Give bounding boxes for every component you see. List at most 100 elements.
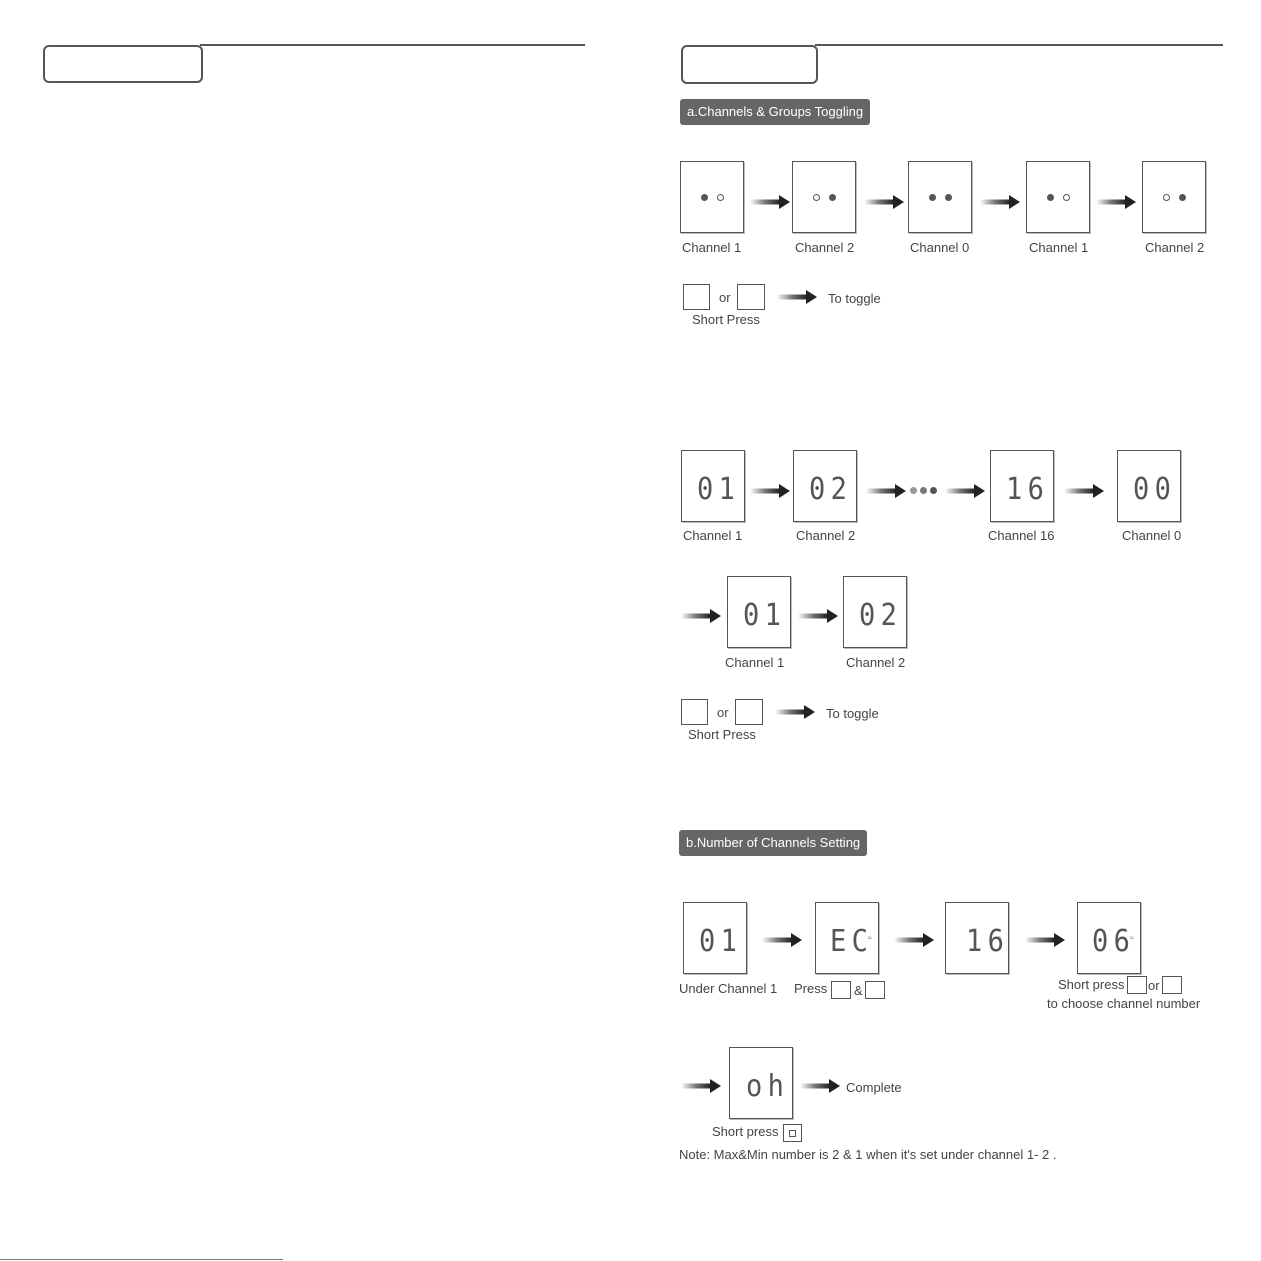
device-display-oh: oh xyxy=(729,1047,793,1119)
button-icon-right xyxy=(737,284,765,310)
button-icon-left xyxy=(1127,976,1147,994)
hollow-dot-icon xyxy=(813,194,820,201)
arrow-right-icon xyxy=(681,609,721,623)
left-section-tab xyxy=(43,45,203,83)
short-press-caption: Short press xyxy=(1058,977,1125,992)
choose-channel-caption: to choose channel number xyxy=(1047,996,1201,1011)
display-digits: 02 xyxy=(809,472,853,507)
button-icon-right xyxy=(735,699,763,725)
arrow-right-icon xyxy=(750,484,790,498)
caption-row3-1: Channel 1 xyxy=(725,655,785,670)
section-b-label: b.Number of Channels Setting xyxy=(679,830,868,856)
display-digits: 01 xyxy=(697,472,741,507)
signal-icon: ≈ xyxy=(1130,935,1134,942)
toggle-action-text: To toggle xyxy=(828,291,881,306)
left-header-rule xyxy=(200,44,585,46)
device-display-06: 06 ≈ xyxy=(1077,902,1141,974)
complete-text: Complete xyxy=(846,1080,902,1095)
arrow-right-icon xyxy=(1064,484,1104,498)
device-display-02b: 02 xyxy=(843,576,907,648)
arrow-right-icon xyxy=(980,195,1020,209)
ellipsis-dot-icon xyxy=(910,487,917,494)
device-display-01: 01 xyxy=(681,450,745,522)
ellipsis-dot-icon xyxy=(920,487,927,494)
device-display-00: 00 xyxy=(1117,450,1181,522)
bottom-left-rule xyxy=(0,1259,283,1260)
caption-row1-4: Channel 1 xyxy=(1029,240,1089,255)
signal-icon: ≈ xyxy=(868,935,872,942)
arrow-right-icon xyxy=(945,484,985,498)
display-digits: 16 xyxy=(966,924,1010,959)
hollow-dot-icon xyxy=(717,194,724,201)
caption-row2-3: Channel 16 xyxy=(988,528,1055,543)
arrow-right-icon xyxy=(1096,195,1136,209)
arrow-right-icon xyxy=(762,933,802,947)
caption-row2-1: Channel 1 xyxy=(683,528,743,543)
caption-row2-2: Channel 2 xyxy=(796,528,856,543)
note-text: Note: Max&Min number is 2 & 1 when it's … xyxy=(679,1147,1057,1162)
button-icon-left xyxy=(683,284,710,310)
caption-row3-2: Channel 2 xyxy=(846,655,906,670)
square-icon xyxy=(789,1130,796,1137)
arrow-right-icon xyxy=(866,484,906,498)
caption-row1-3: Channel 0 xyxy=(910,240,970,255)
arrow-right-icon xyxy=(681,1079,721,1093)
device-display-16b: 16 ≈ xyxy=(945,902,1009,974)
device-display-02: 02 xyxy=(793,450,857,522)
right-header-rule xyxy=(815,44,1223,46)
toggle-action-text: To toggle xyxy=(826,706,879,721)
filled-dot-icon xyxy=(829,194,836,201)
caption-row1-1: Channel 1 xyxy=(682,240,742,255)
display-digits: EC xyxy=(830,924,874,959)
arrow-right-icon xyxy=(750,195,790,209)
arrow-right-icon xyxy=(775,705,815,719)
device-dots-1 xyxy=(680,161,744,233)
device-display-01b: 01 xyxy=(727,576,791,648)
filled-dot-icon xyxy=(945,194,952,201)
ampersand-text: & xyxy=(854,983,863,998)
display-digits: oh xyxy=(746,1069,790,1104)
display-digits: 02 xyxy=(859,598,903,633)
arrow-right-icon xyxy=(894,933,934,947)
caption-row1-2: Channel 2 xyxy=(795,240,855,255)
display-digits: 01 xyxy=(699,924,743,959)
filled-dot-icon xyxy=(1047,194,1054,201)
hollow-dot-icon xyxy=(1063,194,1070,201)
short-press-caption: Short press xyxy=(712,1124,779,1139)
caption-row1-5: Channel 2 xyxy=(1145,240,1205,255)
or-text: or xyxy=(1148,978,1160,993)
arrow-right-icon xyxy=(777,290,817,304)
display-digits: 01 xyxy=(743,598,787,633)
or-text: or xyxy=(719,290,731,305)
arrow-right-icon xyxy=(800,1079,840,1093)
arrow-right-icon xyxy=(1025,933,1065,947)
device-dots-5 xyxy=(1142,161,1206,233)
signal-icon: ≈ xyxy=(998,935,1002,942)
display-digits: 16 xyxy=(1006,472,1050,507)
device-dots-3 xyxy=(908,161,972,233)
button-icon-left xyxy=(831,981,851,999)
arrow-right-icon xyxy=(864,195,904,209)
ellipsis-dot-icon xyxy=(930,487,937,494)
filled-dot-icon xyxy=(929,194,936,201)
display-digits: 00 xyxy=(1133,472,1177,507)
device-dots-2 xyxy=(792,161,856,233)
button-icon-right xyxy=(1162,976,1182,994)
device-display-ec: EC ≈ xyxy=(815,902,879,974)
short-press-text: Short Press xyxy=(688,727,756,742)
button-icon xyxy=(783,1124,802,1142)
right-section-tab xyxy=(681,45,818,84)
short-press-text: Short Press xyxy=(692,312,760,327)
button-icon-right xyxy=(865,981,885,999)
section-a-label: a.Channels & Groups Toggling xyxy=(680,99,871,125)
device-display-16: 16 xyxy=(990,450,1054,522)
display-digits: 06 xyxy=(1092,924,1136,959)
device-dots-4 xyxy=(1026,161,1090,233)
hollow-dot-icon xyxy=(1163,194,1170,201)
button-icon-left xyxy=(681,699,708,725)
filled-dot-icon xyxy=(701,194,708,201)
press-caption: Press xyxy=(794,981,828,996)
device-display-01c: 01 xyxy=(683,902,747,974)
under-channel-caption: Under Channel 1 xyxy=(679,981,778,996)
caption-row2-4: Channel 0 xyxy=(1122,528,1182,543)
